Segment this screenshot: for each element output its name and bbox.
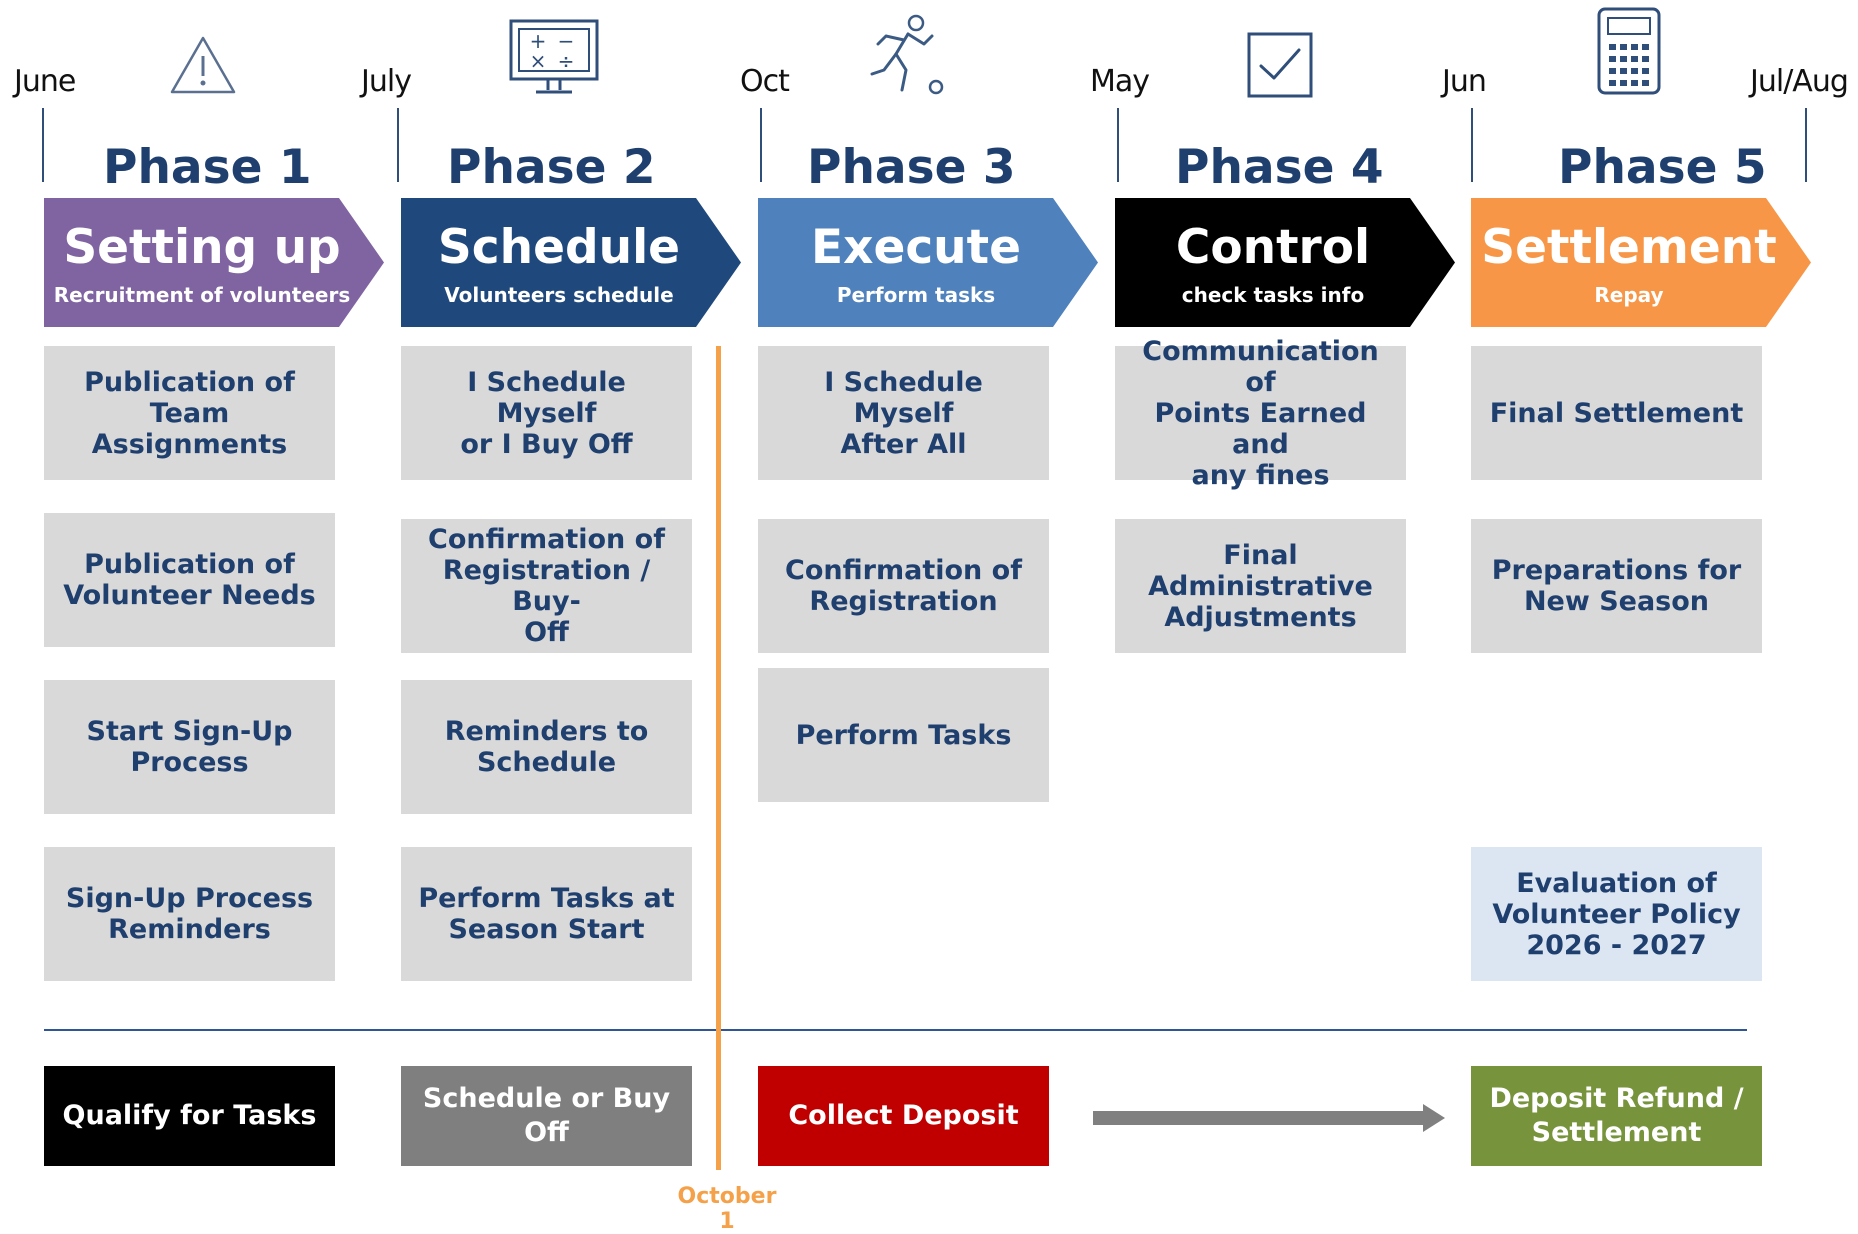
chevron-fill [1471, 198, 1811, 327]
phase-4-subtitle: check tasks info [1181, 283, 1365, 307]
phase-3-chevron: Execute Perform tasks [758, 198, 1098, 327]
month-label-may: May [1090, 64, 1150, 99]
runner-icon [870, 14, 944, 95]
phase-3-subtitle: Perform tasks [836, 283, 996, 307]
phase-5-subtitle: Repay [1594, 283, 1664, 307]
phase-5-title: Settlement [1481, 220, 1777, 275]
timeline-divider [1117, 108, 1119, 182]
calculator-screen-icon: + − × ÷ [509, 19, 599, 94]
phase-2-card: I Schedule Myself or I Buy Off [401, 346, 692, 480]
card-label: Perform Tasks at Season Start [418, 883, 675, 945]
card-label: Final Administrative Adjustments [1148, 539, 1373, 633]
phase-2-chevron: Schedule Volunteers schedule [401, 198, 741, 327]
chevron-shape [758, 198, 1098, 327]
card-label: Perform Tasks [795, 719, 1012, 751]
phase-4-title: Control [1175, 220, 1371, 275]
bottom-box-schedule: Schedule or Buy Off [401, 1066, 692, 1166]
phase-5-card: Final Settlement [1471, 346, 1762, 480]
phase-2-card: Perform Tasks at Season Start [401, 847, 692, 981]
phase-2-card: Confirmation of Registration / Buy- Off [401, 519, 692, 653]
svg-text:×: × [530, 49, 547, 73]
phase-5-heading: Phase 5 [1558, 140, 1767, 195]
timeline-divider [42, 108, 44, 182]
chevron-shape [401, 198, 741, 327]
bottom-box-collect: Collect Deposit [758, 1066, 1049, 1166]
card-label: Start Sign-Up Process [86, 716, 293, 778]
month-label-jul-aug: Jul/Aug [1750, 64, 1849, 99]
bottom-box-refund: Deposit Refund / Settlement [1471, 1066, 1762, 1166]
card-label: Publication of Volunteer Needs [63, 549, 316, 611]
card-label: Confirmation of Registration / Buy- Off [428, 524, 665, 648]
phase-3-title: Execute [811, 220, 1021, 275]
phase-2-title: Schedule [437, 220, 681, 275]
month-label-oct: Oct [740, 64, 790, 99]
phase-1-card: Start Sign-Up Process [44, 680, 335, 814]
phase-4-heading: Phase 4 [1175, 140, 1384, 195]
timeline-divider [1471, 108, 1473, 182]
chevron-shape [1471, 198, 1811, 327]
month-label-june: June [14, 64, 76, 99]
phase-3-card: I Schedule Myself After All [758, 346, 1049, 480]
phase-2-card: Reminders to Schedule [401, 680, 692, 814]
svg-text:−: − [558, 29, 575, 53]
chevron-fill [758, 198, 1098, 327]
card-label: Final Settlement [1489, 397, 1744, 429]
phase-1-card: Sign-Up Process Reminders [44, 847, 335, 981]
milestone-line [716, 346, 721, 1170]
checkbox-icon [1247, 32, 1313, 98]
chevron-fill [401, 198, 741, 327]
section-divider [44, 1029, 1747, 1031]
phase-1-card: Publication of Team Assignments [44, 346, 335, 480]
timeline-divider [1805, 108, 1807, 182]
bottom-label: Deposit Refund / Settlement [1489, 1083, 1744, 1148]
bottom-label: Collect Deposit [788, 1100, 1019, 1131]
phase-3-card: Perform Tasks [758, 668, 1049, 802]
month-label-july: July [361, 64, 412, 99]
phase-1-card: Publication of Volunteer Needs [44, 513, 335, 647]
phase-5-card-highlight: Evaluation of Volunteer Policy 2026 - 20… [1471, 847, 1762, 981]
month-label-jun: Jun [1442, 64, 1487, 99]
svg-text:+: + [530, 29, 547, 53]
bottom-box-qualify: Qualify for Tasks [44, 1066, 335, 1166]
chevron-fill [44, 198, 384, 327]
phase-5-card: Preparations for New Season [1471, 519, 1762, 653]
phase-4-chevron: Control check tasks info [1115, 198, 1455, 327]
arrow-right-icon [1093, 1104, 1445, 1132]
phase-1-title: Setting up [63, 220, 341, 275]
phase-1-chevron: Setting up Recruitment of volunteers [44, 198, 384, 327]
timeline-divider [397, 108, 399, 182]
phase-4-card: Communication of Points Earned and any f… [1115, 336, 1406, 491]
phase-2-heading: Phase 2 [447, 140, 656, 195]
warning-icon [170, 36, 236, 94]
phase-2-subtitle: Volunteers schedule [444, 283, 674, 307]
bottom-label: Schedule or Buy Off [422, 1083, 671, 1148]
card-label: Preparations for New Season [1491, 555, 1742, 617]
card-label: Confirmation of Registration [785, 555, 1022, 617]
phase-1-heading: Phase 1 [103, 140, 312, 195]
card-label: Evaluation of Volunteer Policy 2026 - 20… [1492, 867, 1741, 961]
chevron-shape [44, 198, 384, 327]
card-label: Reminders to Schedule [444, 716, 649, 778]
phase-3-card: Confirmation of Registration [758, 519, 1049, 653]
card-label: Sign-Up Process Reminders [65, 883, 314, 945]
svg-text:÷: ÷ [558, 49, 575, 73]
milestone-label: October 1 [677, 1184, 777, 1234]
phase-1-subtitle: Recruitment of volunteers [53, 283, 351, 307]
phase-3-heading: Phase 3 [807, 140, 1016, 195]
chevron-fill [1115, 198, 1455, 327]
card-label: Communication of Points Earned and any f… [1142, 335, 1379, 491]
card-label: I Schedule Myself or I Buy Off [460, 366, 633, 460]
timeline-divider [760, 108, 762, 182]
card-label: I Schedule Myself After All [824, 366, 983, 460]
phase-5-chevron: Settlement Repay [1471, 198, 1811, 327]
phase-4-card: Final Administrative Adjustments [1115, 519, 1406, 653]
bottom-label: Qualify for Tasks [62, 1100, 317, 1131]
chevron-shape [1115, 198, 1455, 327]
card-label: Publication of Team Assignments [84, 366, 295, 460]
calculator-icon [1597, 7, 1661, 95]
